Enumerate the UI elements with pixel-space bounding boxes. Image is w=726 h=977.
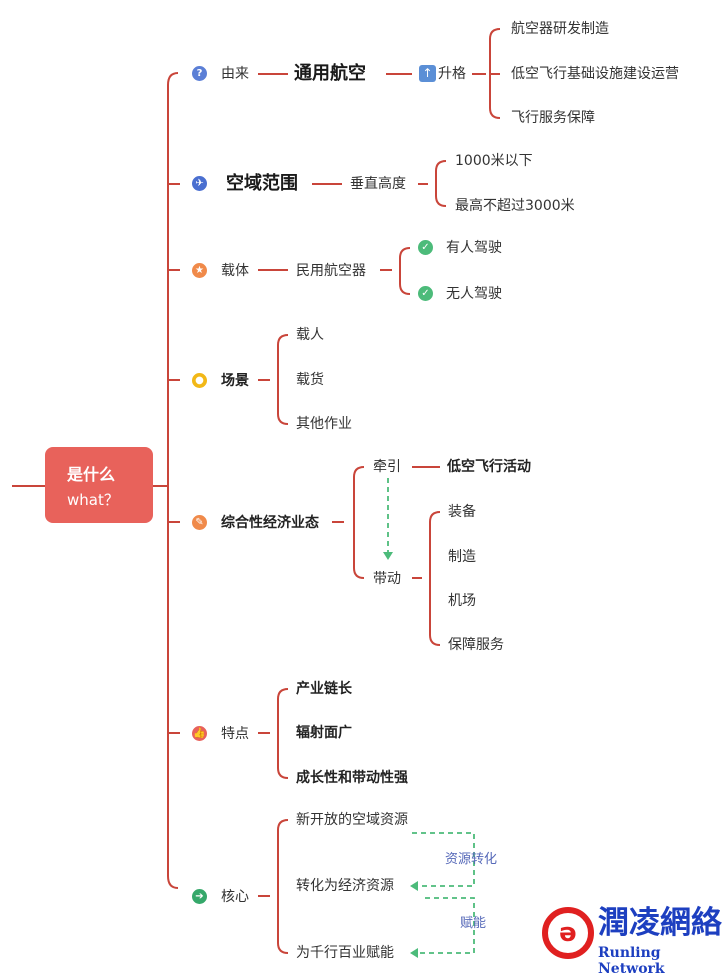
economy-label: 综合性经济业态 xyxy=(221,515,319,531)
core-label: 核心 xyxy=(221,889,249,905)
feature-item: 成长性和带动性强 xyxy=(296,770,408,786)
resource-conversion-note: 资源转化 xyxy=(445,852,498,867)
airspace-label: 空域范围 xyxy=(226,173,298,194)
thumbs-up-icon: 👍 xyxy=(192,726,207,741)
scene-item: 载货 xyxy=(296,372,324,388)
origin-item: 飞行服务保障 xyxy=(511,110,595,126)
root-title: 是什么 xyxy=(67,465,116,484)
airplane-icon: ✈ xyxy=(192,176,207,191)
height-label: 垂直高度 xyxy=(350,176,406,192)
drive-item: 机场 xyxy=(448,593,476,609)
origin-item: 航空器研发制造 xyxy=(511,21,609,37)
scene-item: 载人 xyxy=(296,327,324,343)
watermark-logo: ә 潤凌網絡 Runling Network xyxy=(538,905,723,977)
logo-text-en: Runling Network xyxy=(598,945,665,977)
drive-item: 制造 xyxy=(448,549,476,565)
running-person-icon: ➔ xyxy=(192,889,207,904)
core-item: 新开放的空域资源 xyxy=(296,812,408,828)
check-icon: ✓ xyxy=(418,286,433,301)
core-item: 转化为经济资源 xyxy=(296,878,394,894)
drive-item: 保障服务 xyxy=(448,637,504,653)
origin-item: 低空飞行基础设施建设运营 xyxy=(511,66,679,82)
core-item: 为千行百业赋能 xyxy=(296,945,394,961)
upgrade-arrow-icon: ↑ xyxy=(419,65,436,82)
drive-item: 装备 xyxy=(448,504,476,520)
check-icon: ✓ xyxy=(418,240,433,255)
airspace-item: 1000米以下 xyxy=(455,153,533,169)
pencil-icon: ✎ xyxy=(192,515,207,530)
scene-label: 场景 xyxy=(221,373,249,389)
origin-label: 由来 xyxy=(221,66,249,82)
question-icon: ? xyxy=(192,66,207,81)
root-subtitle: what？ xyxy=(67,491,119,509)
star-icon: ★ xyxy=(192,263,207,278)
origin-node: 通用航空 xyxy=(294,63,366,84)
feature-label: 特点 xyxy=(221,726,249,742)
logo-mark-icon: ә xyxy=(542,907,594,959)
drive-label: 带动 xyxy=(373,571,401,587)
carrier-label: 载体 xyxy=(221,263,249,279)
root-node: 是什么 what？ xyxy=(45,447,153,523)
carrier-item: 无人驾驶 xyxy=(446,286,502,302)
lead-item: 低空飞行活动 xyxy=(447,459,531,475)
feature-item: 产业链长 xyxy=(296,681,352,697)
logo-text-cn: 潤凌網絡 xyxy=(598,905,722,941)
feature-item: 辐射面广 xyxy=(296,725,352,741)
empower-note: 赋能 xyxy=(460,916,487,931)
lead-label: 牵引 xyxy=(373,459,401,475)
airspace-item: 最高不超过3000米 xyxy=(455,198,575,214)
carrier-item: 有人驾驶 xyxy=(446,240,502,256)
carrier-node: 民用航空器 xyxy=(296,263,366,279)
lightbulb-icon: ● xyxy=(192,373,207,388)
upgrade-label: 升格 xyxy=(438,66,466,82)
scene-item: 其他作业 xyxy=(296,416,352,432)
